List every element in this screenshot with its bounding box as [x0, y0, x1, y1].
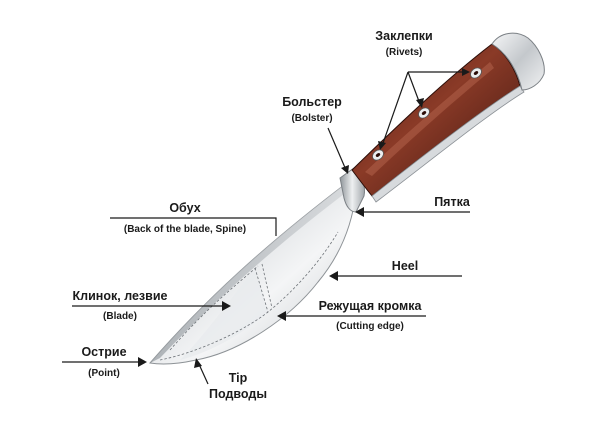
label-spine: Обух — [169, 201, 200, 215]
leader-rivets-3 — [381, 71, 409, 147]
leader-bolster — [327, 127, 347, 171]
arrowhead-heel-ru — [355, 207, 364, 217]
label-tip-sub: Подводы — [209, 387, 267, 401]
label-blade: Клинок, лезвие — [73, 289, 168, 303]
arrowhead-cutting-edge — [277, 311, 286, 321]
handle-liner — [371, 85, 525, 203]
grind-line-vertical-1 — [254, 267, 269, 313]
label-tip: Tip — [229, 371, 248, 385]
handle-scale — [351, 43, 521, 197]
arrowhead-point — [138, 357, 147, 367]
arrowhead-rivets-3 — [378, 141, 386, 150]
label-heel-ru: Пятка — [434, 195, 471, 209]
leader-rivets-2 — [407, 71, 421, 105]
labels: Заклепки (Rivets) Больстер (Bolster) Обу… — [73, 29, 471, 401]
label-blade-sub: (Blade) — [103, 311, 137, 322]
arrowhead-bolster — [341, 165, 349, 174]
label-spine-sub: (Back of the blade, Spine) — [124, 224, 246, 235]
arrowhead-blade — [222, 301, 231, 311]
handle-highlight — [365, 62, 494, 176]
arrowhead-rivets-1 — [462, 68, 470, 76]
rivet-3 — [372, 149, 384, 161]
blade-grind-facet — [180, 268, 268, 360]
rivet-1 — [470, 67, 482, 79]
label-point: Острие — [81, 345, 126, 359]
arrowhead-tip — [194, 358, 202, 368]
leader-spine — [110, 217, 277, 236]
label-heel-en: Heel — [392, 259, 418, 273]
handle — [351, 32, 545, 203]
label-point-sub: (Point) — [88, 368, 120, 379]
label-cutting-edge: Режущая кромка — [319, 299, 423, 313]
label-cutting-edge-sub: (Cutting edge) — [336, 321, 404, 332]
rivet-2 — [418, 107, 430, 119]
grind-line-spine — [169, 265, 259, 351]
grind-line-vertical-2 — [261, 263, 273, 309]
label-rivets: Заклепки — [375, 29, 432, 43]
blade-spine-bevel — [150, 182, 352, 363]
arrowhead-rivets-2 — [416, 98, 424, 108]
blade — [149, 181, 357, 365]
leader-lines — [62, 68, 470, 385]
label-bolster-sub: (Bolster) — [291, 113, 332, 124]
handle-end-cap — [491, 32, 545, 91]
label-rivets-sub: (Rivets) — [386, 47, 423, 58]
arrowhead-heel-en — [329, 271, 338, 281]
label-bolster: Больстер — [282, 95, 342, 109]
